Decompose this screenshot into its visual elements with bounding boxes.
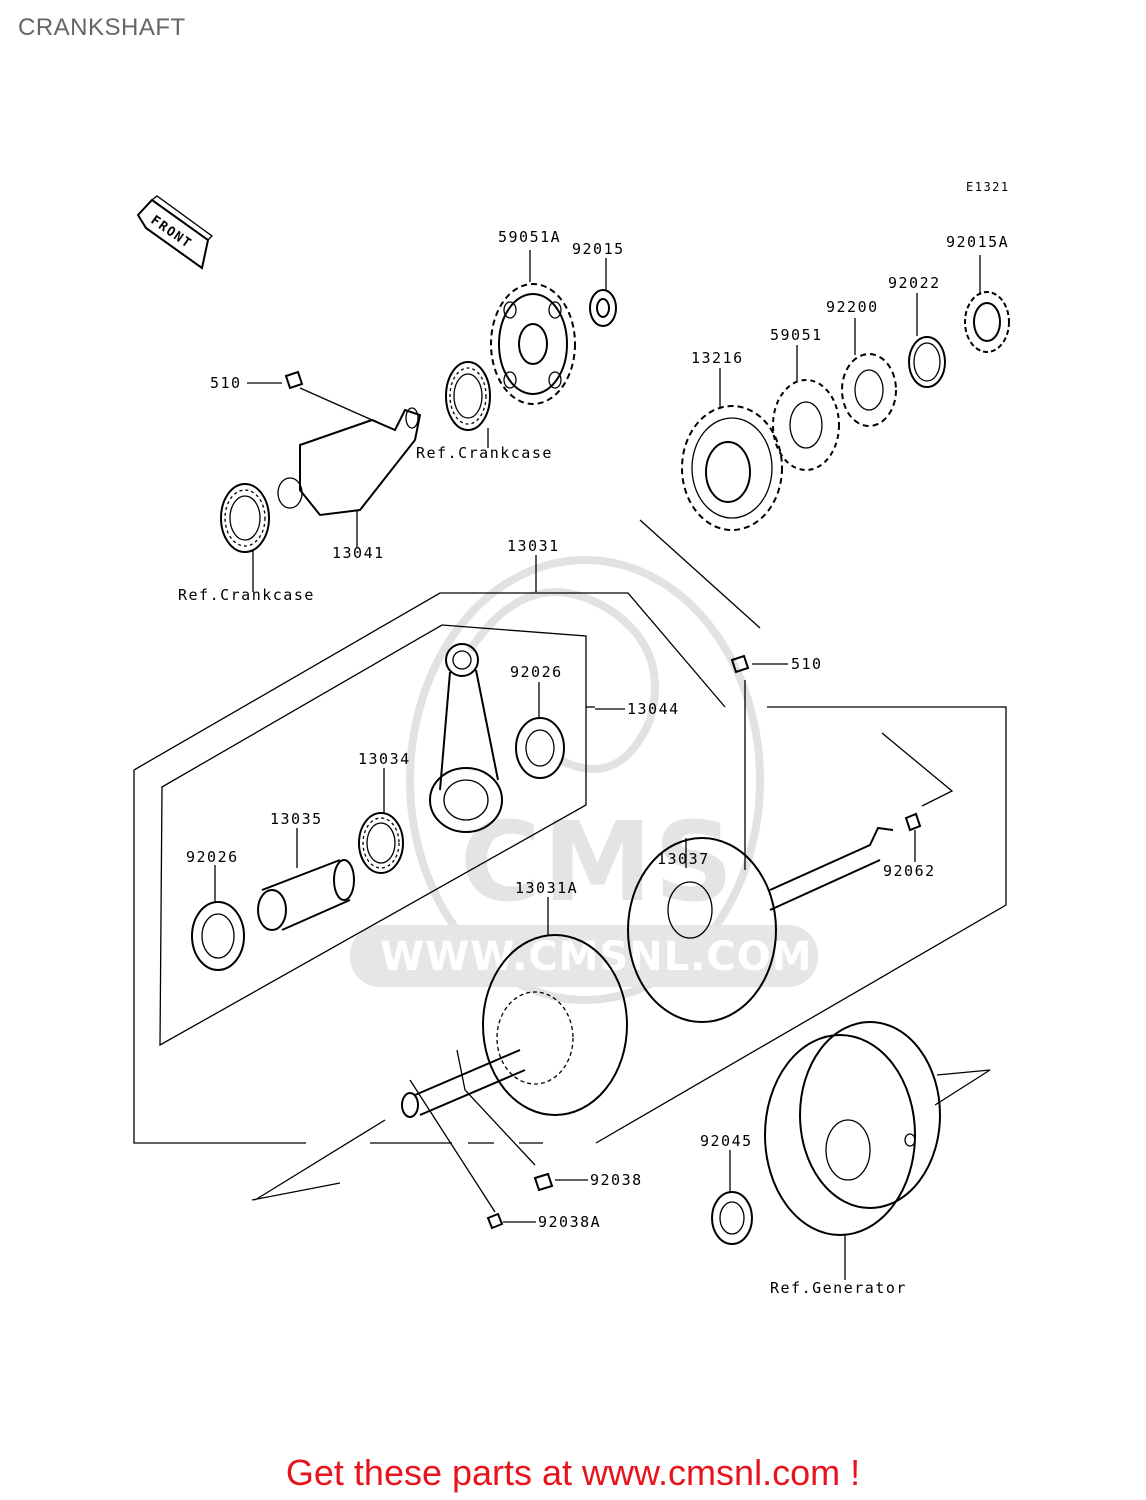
label-92038: 92038 bbox=[590, 1171, 643, 1189]
label-13037: 13037 bbox=[657, 850, 710, 868]
washer-92022 bbox=[908, 336, 946, 388]
balancer-shaft-13041 bbox=[277, 407, 422, 517]
label-13216: 13216 bbox=[691, 349, 744, 367]
connecting-rod bbox=[429, 643, 503, 833]
label-92026-upper: 92026 bbox=[510, 663, 563, 681]
label-ref-crankcase-upper: Ref.Crankcase bbox=[416, 444, 553, 462]
lockwasher-92200 bbox=[841, 353, 897, 427]
crank-pin-13035 bbox=[257, 859, 355, 931]
label-92045: 92045 bbox=[700, 1132, 753, 1150]
key-510-upper bbox=[284, 370, 304, 390]
diagram-code: E1321 bbox=[966, 180, 1010, 194]
key-510-mid bbox=[730, 654, 750, 674]
part-labels: 59051A 92015 92015A 92022 92200 59051 13… bbox=[178, 228, 1009, 1297]
gear-59051 bbox=[772, 379, 840, 471]
flywheel-13031a bbox=[401, 934, 628, 1118]
label-510-mid: 510 bbox=[791, 655, 823, 673]
washer-92026-lower bbox=[191, 901, 245, 971]
bearing-upper bbox=[445, 361, 491, 431]
washer-92026-upper bbox=[515, 717, 565, 779]
label-ref-generator: Ref.Generator bbox=[770, 1279, 907, 1297]
front-arrow-icon: FRONT bbox=[136, 195, 213, 270]
assembly-lines bbox=[133, 519, 1007, 1201]
plug-92062 bbox=[904, 812, 922, 832]
page-title: CRANKSHAFT bbox=[18, 14, 186, 41]
label-13044: 13044 bbox=[627, 700, 680, 718]
label-13031: 13031 bbox=[507, 537, 560, 555]
oil-seal-92045 bbox=[711, 1191, 753, 1245]
leader-lines bbox=[214, 250, 981, 1280]
watermark-text: CMS bbox=[460, 798, 735, 926]
flywheel-13037 bbox=[627, 826, 894, 1023]
label-92062: 92062 bbox=[883, 862, 936, 880]
generator-rotor bbox=[764, 1021, 941, 1236]
gear-13216 bbox=[681, 405, 783, 531]
label-92015: 92015 bbox=[572, 240, 625, 258]
label-59051: 59051 bbox=[770, 326, 823, 344]
nut-92015a bbox=[964, 291, 1010, 353]
label-92015a: 92015A bbox=[946, 233, 1009, 251]
label-13041: 13041 bbox=[332, 544, 385, 562]
key-92038 bbox=[533, 1172, 554, 1192]
label-13034: 13034 bbox=[358, 750, 411, 768]
label-510-upper: 510 bbox=[210, 374, 242, 392]
label-92200: 92200 bbox=[826, 298, 879, 316]
label-ref-crankcase-lower: Ref.Crankcase bbox=[178, 586, 315, 604]
label-92038a: 92038A bbox=[538, 1213, 601, 1231]
label-92022: 92022 bbox=[888, 274, 941, 292]
label-13031a: 13031A bbox=[515, 879, 578, 897]
key-92038a bbox=[486, 1212, 504, 1230]
label-59051a: 59051A bbox=[498, 228, 561, 246]
gear-59051a bbox=[490, 283, 576, 405]
bearing-lower bbox=[220, 483, 270, 553]
needle-bearing-13034 bbox=[358, 812, 404, 874]
cms-watermark: CMS WWW.CMSNL.COM bbox=[350, 556, 818, 1004]
label-13035: 13035 bbox=[270, 810, 323, 828]
label-92026-lower: 92026 bbox=[186, 848, 239, 866]
get-parts-link[interactable]: Get these parts at www.cmsnl.com ! bbox=[285, 1452, 861, 1493]
watermark-url: WWW.CMSNL.COM bbox=[380, 934, 813, 980]
nut-92015 bbox=[589, 289, 617, 327]
